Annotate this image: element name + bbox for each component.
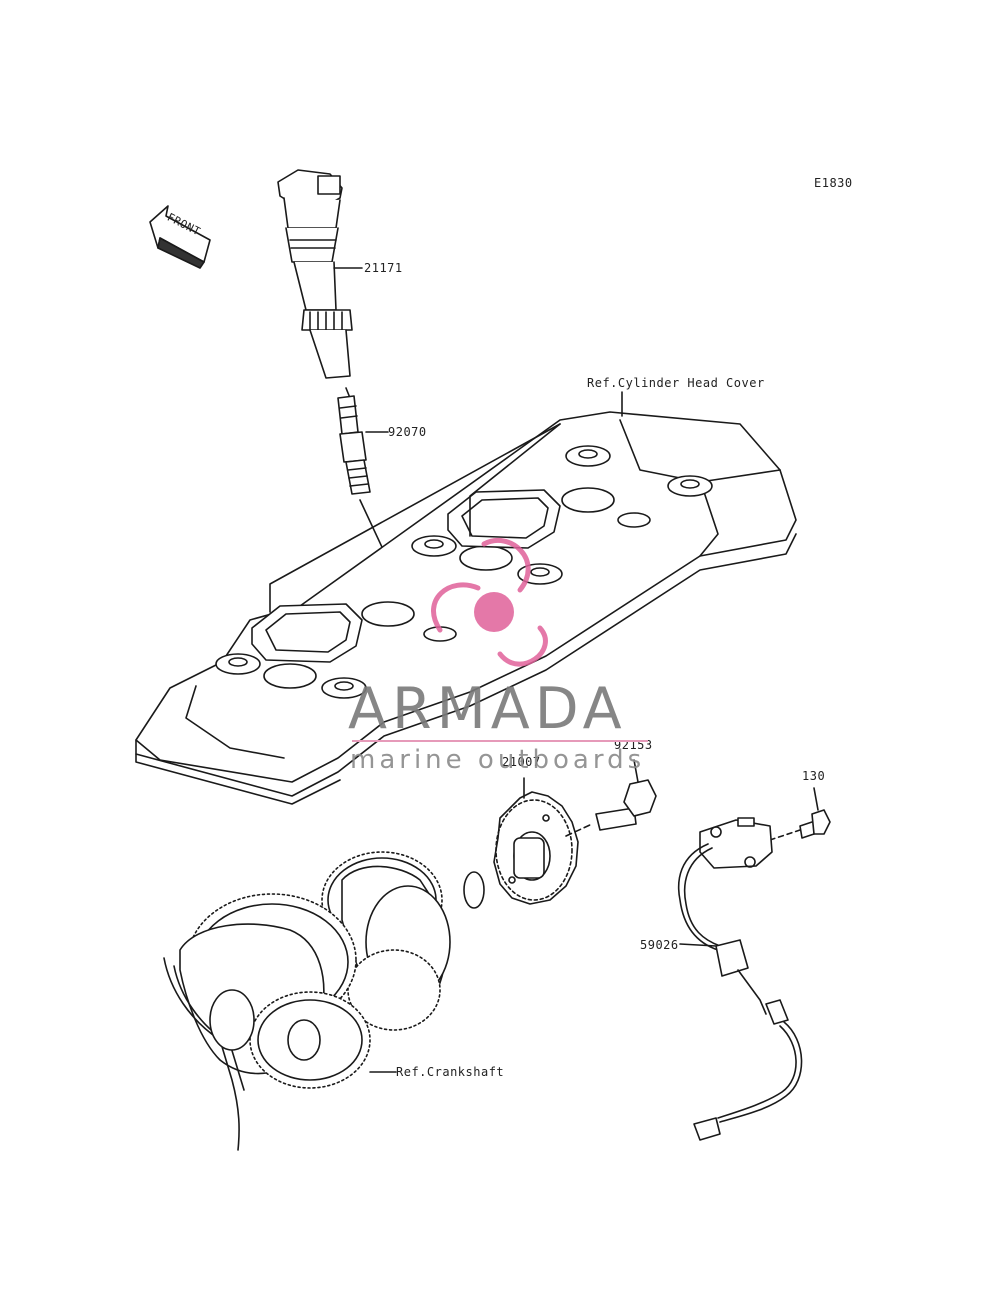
cylinder-head-cover	[135, 391, 797, 805]
ref-crankshaft[interactable]: Ref.Crankshaft	[396, 1065, 505, 1079]
timing-rotor	[493, 777, 579, 905]
front-arrow-icon	[149, 205, 211, 269]
part-label-92070[interactable]: 92070	[388, 425, 427, 439]
watermark-tagline: marine outboards	[350, 745, 646, 775]
spark-plug	[337, 387, 389, 561]
watermark-brand: ARMADA	[348, 676, 627, 742]
ref-cylinder-head-cover[interactable]: Ref.Cylinder Head Cover	[587, 376, 765, 390]
part-label-21007[interactable]: 21007	[502, 755, 541, 769]
crank-sensor	[677, 817, 803, 1141]
watermark-divider	[352, 740, 648, 742]
bolt-92153	[565, 759, 657, 837]
part-label-59026[interactable]: 59026	[640, 938, 679, 952]
watermark-logo-icon	[431, 537, 548, 667]
bolt-130	[769, 787, 831, 841]
diagram-code: E1830	[814, 176, 853, 190]
ignition-coil	[277, 169, 363, 379]
part-label-130[interactable]: 130	[802, 769, 826, 783]
crankshaft	[163, 851, 485, 1151]
part-label-21171[interactable]: 21171	[364, 261, 403, 275]
